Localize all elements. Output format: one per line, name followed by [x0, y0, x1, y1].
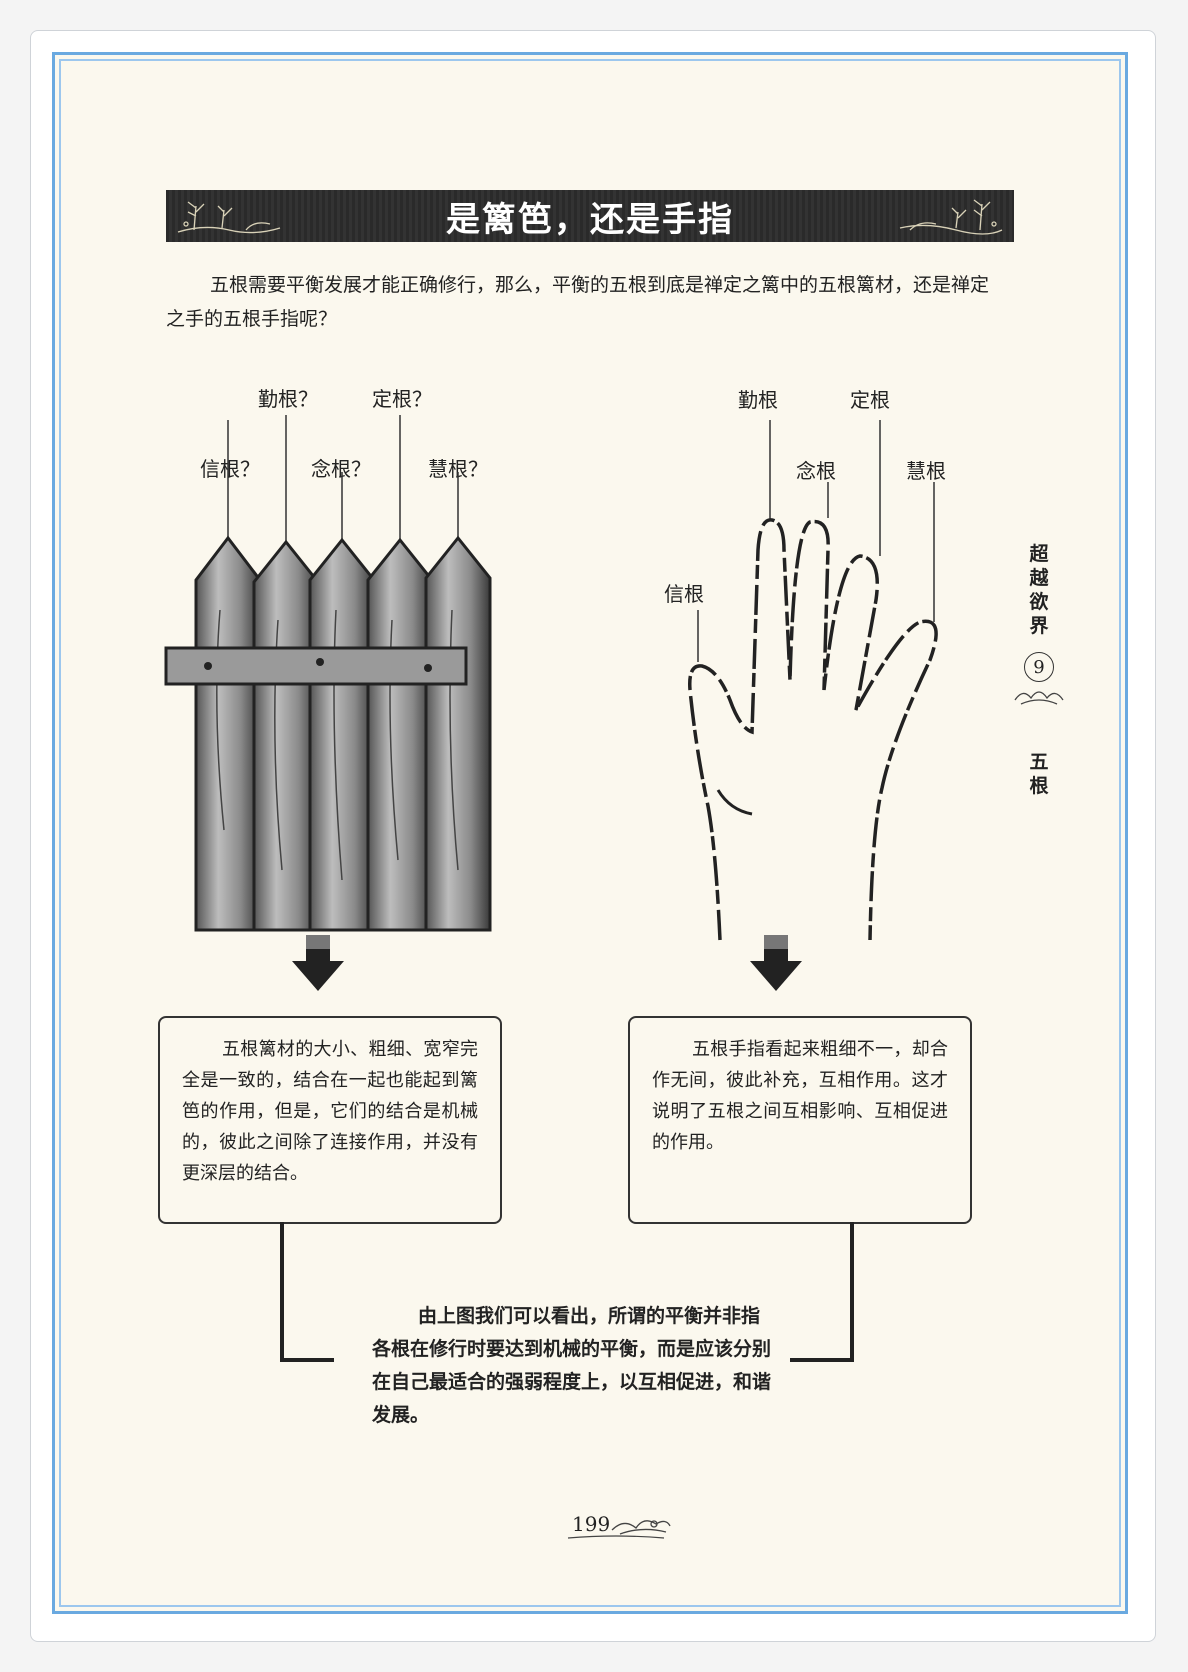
- fence-picket: [366, 537, 434, 932]
- fence-label-qin: 勤根？: [258, 387, 318, 411]
- cloud-ornament-icon: [611, 1520, 671, 1535]
- hand-label-hui: 慧根: [906, 459, 946, 483]
- sidebar-section-title: 超越欲界: [1029, 543, 1049, 637]
- fence-explanation-box: 五根篱材的大小、粗细、宽窄完全是一致的，结合在一起也能起到篱笆的作用，但是，它们…: [158, 1016, 502, 1224]
- down-arrow-icon: [292, 935, 344, 991]
- landscape-ornament-left: [177, 201, 281, 234]
- fence-label-nian: 念根？: [311, 457, 371, 481]
- fence-label-xin: 信根？: [200, 457, 260, 481]
- fence-picket: [424, 535, 492, 932]
- chapter-number: 9: [1033, 656, 1045, 678]
- conclusion-text: 由上图我们可以看出，所谓的平衡并非指各根在修行时要达到机械的平衡，而是应该分别在…: [372, 1305, 772, 1426]
- hand-explanation-box: 五根手指看起来粗细不一，却合作无间，彼此补充，互相作用。这才说明了五根之间互相影…: [628, 1016, 972, 1224]
- fence-picket: [252, 539, 320, 932]
- hand-label-nian: 念根: [796, 459, 836, 483]
- fence-crossbar: [164, 646, 468, 686]
- down-arrow-icon: [750, 935, 802, 991]
- chapter-number-badge: 9: [1024, 652, 1054, 682]
- fence-picket: [308, 537, 376, 932]
- hand-label-qin: 勤根: [738, 388, 778, 412]
- hand-label-ding: 定根: [850, 388, 890, 412]
- landscape-ornament-right: [899, 199, 1003, 235]
- sidebar-topic: 五根: [1029, 751, 1049, 797]
- cloud-ornament-icon: [1014, 691, 1064, 705]
- hand-label-xin: 信根: [664, 582, 704, 606]
- intro-paragraph: 五根需要平衡发展才能正确修行，那么，平衡的五根到底是禅定之篱中的五根篱材，还是禅…: [166, 274, 990, 330]
- hand-outline: [688, 518, 938, 941]
- page-number: 199: [572, 1512, 611, 1536]
- fence-label-ding: 定根？: [372, 387, 432, 411]
- fence-picket: [194, 535, 262, 932]
- page-number-underline: [567, 1535, 665, 1539]
- fence-illustration: [164, 415, 492, 932]
- page-title: 是篱笆，还是手指: [446, 199, 734, 240]
- hand-illustration: [688, 420, 938, 941]
- title-banner: 是篱笆，还是手指: [166, 190, 1014, 242]
- connector-lines: [280, 1222, 854, 1362]
